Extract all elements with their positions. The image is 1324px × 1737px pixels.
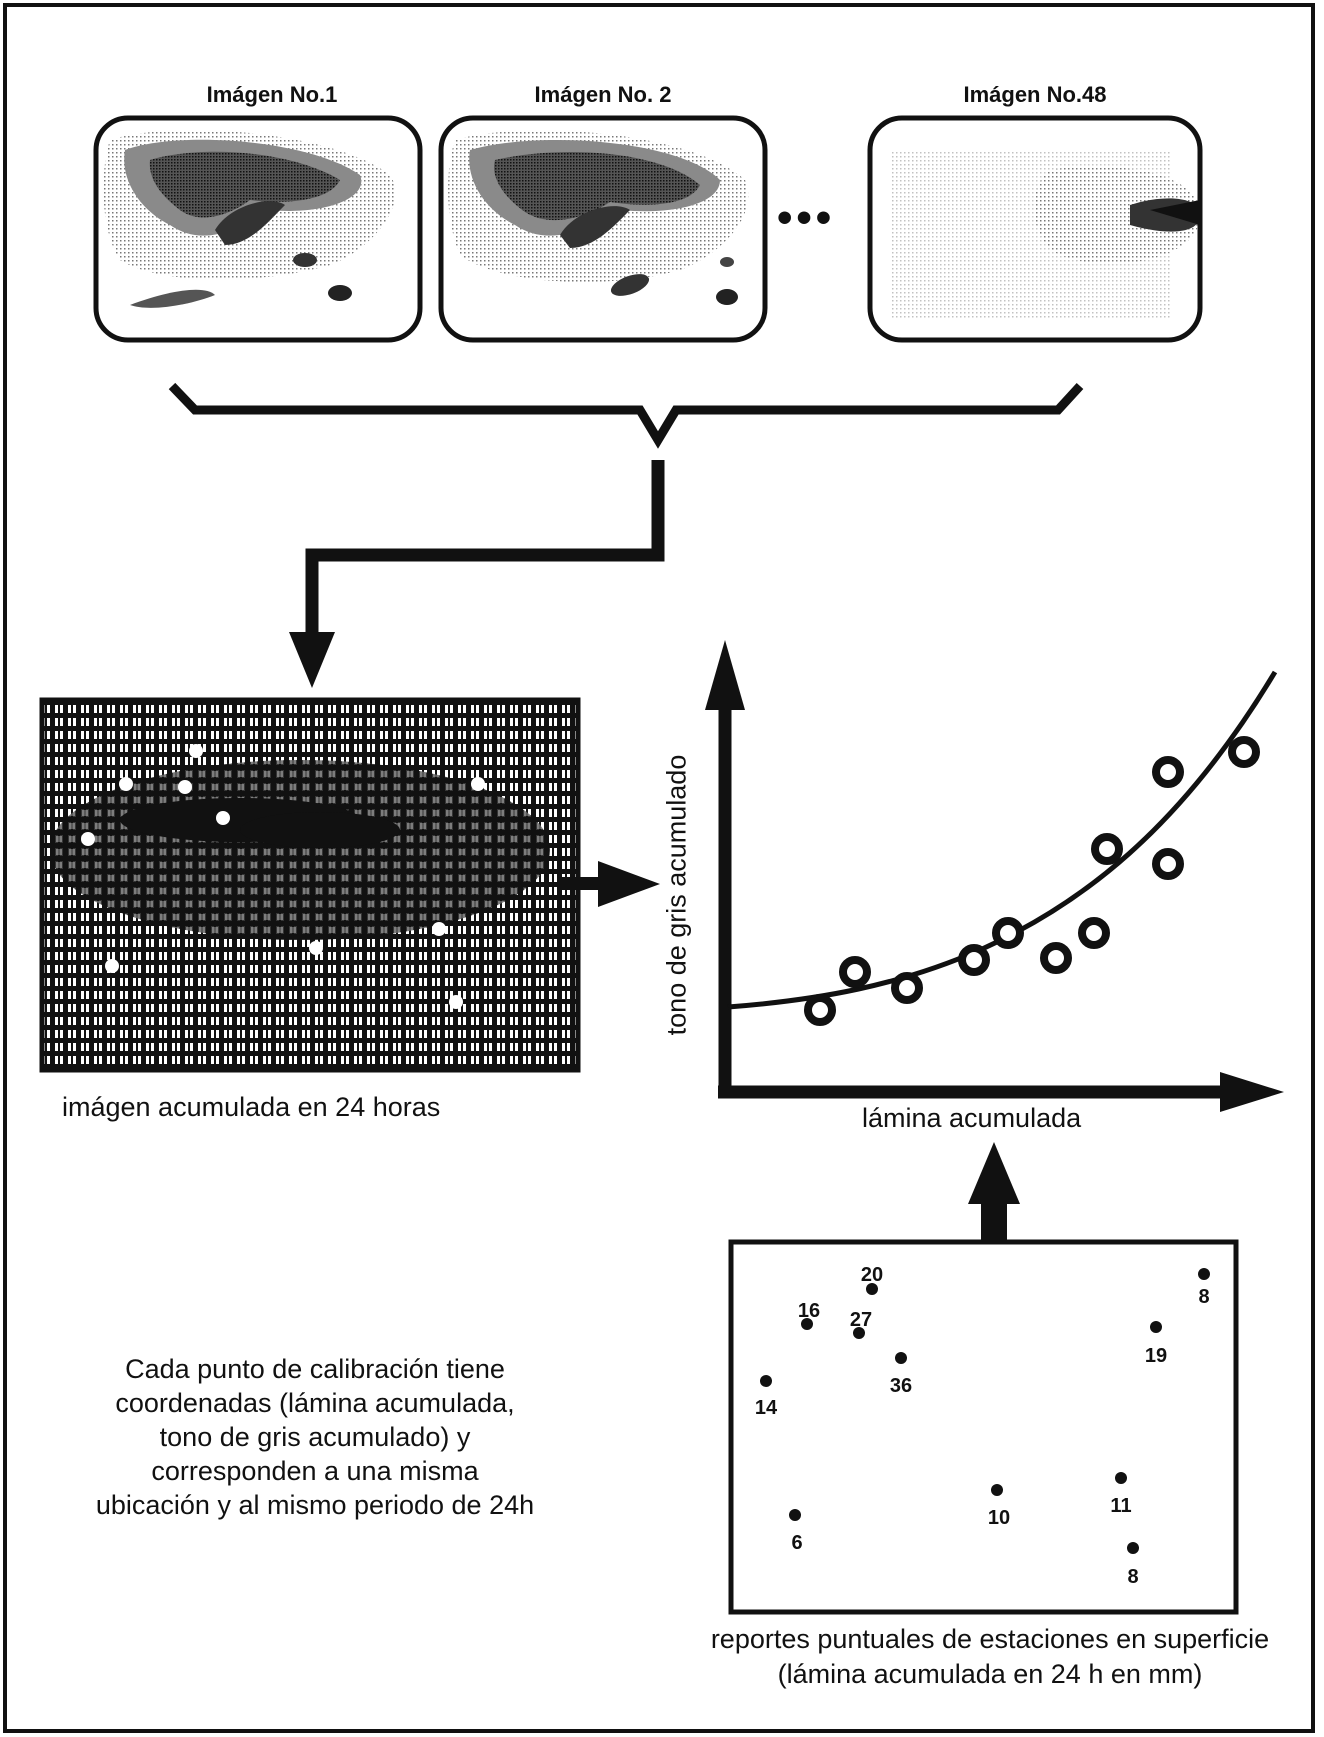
station-value-label: 16 <box>798 1300 820 1322</box>
figure-frame <box>3 3 1315 1733</box>
image-48-title: Imágen No.48 <box>963 82 1107 107</box>
station-point <box>1198 1268 1210 1280</box>
satellite-image-48 <box>870 118 1200 340</box>
calibration-point <box>1152 848 1184 880</box>
calibration-point <box>804 994 836 1026</box>
station-point <box>1150 1321 1162 1333</box>
station-value-label: 11 <box>1110 1495 1131 1517</box>
station-value-label: 14 <box>755 1397 778 1419</box>
grid-station-point <box>189 744 203 758</box>
grid-station-point <box>105 959 119 973</box>
grid-station-point <box>309 941 323 955</box>
grid-station-point <box>432 922 446 936</box>
accumulated-image <box>39 697 581 1073</box>
calibration-point <box>1078 917 1110 949</box>
station-point <box>866 1283 878 1295</box>
accumulated-image-caption: imágen acumulada en 24 horas <box>62 1092 441 1122</box>
grid-station-point <box>471 777 485 791</box>
satellite-image-1-border <box>93 115 423 343</box>
station-point <box>789 1509 801 1521</box>
station-point <box>895 1352 907 1364</box>
station-point <box>1115 1472 1127 1484</box>
calibration-point <box>1152 756 1184 788</box>
calibration-note: Cada punto de calibración tiene coordena… <box>95 1354 535 1520</box>
station-value-label: 36 <box>890 1375 912 1397</box>
station-value-label: 19 <box>1145 1345 1167 1367</box>
grid-station-point <box>178 780 192 794</box>
image-1-title: Imágen No.1 <box>206 82 338 107</box>
stations-caption: reportes puntuales de estaciones en supe… <box>710 1624 1270 1689</box>
ellipsis-dots: ••• <box>777 193 836 242</box>
chart-y-axis-label: tono de gris acumulado <box>661 754 692 1036</box>
grid-station-point <box>119 777 133 791</box>
station-points: 20 8 16 27 19 36 14 11 10 6 8 <box>755 1264 1210 1588</box>
calibration-point <box>1040 942 1072 974</box>
station-value-label: 10 <box>988 1507 1010 1529</box>
satellite-image-2 <box>441 118 765 340</box>
station-value-label: 8 <box>1127 1566 1138 1588</box>
station-point <box>853 1327 865 1339</box>
grid-station-point <box>449 995 463 1009</box>
arrow-from-stations-head <box>968 1142 1020 1204</box>
station-point <box>991 1484 1003 1496</box>
satellite-image-1 <box>96 118 420 340</box>
satellite-image-48-border <box>867 115 1203 343</box>
station-value-label: 27 <box>850 1309 872 1331</box>
arrow-to-chart-head <box>598 861 660 907</box>
calibration-point <box>1091 833 1123 865</box>
station-value-label: 20 <box>861 1264 883 1286</box>
calibration-curve <box>727 670 1278 1010</box>
station-point <box>760 1375 772 1387</box>
satellite-image-2-border <box>438 115 768 343</box>
grid-station-point <box>216 811 230 825</box>
station-value-label: 8 <box>1198 1286 1209 1308</box>
grid-station-point <box>81 832 95 846</box>
accumulated-image-station-points <box>81 744 485 1009</box>
arrow-to-chart-shaft <box>560 877 605 890</box>
station-point <box>1127 1542 1139 1554</box>
stations-map-frame <box>728 1239 1239 1615</box>
calibration-point <box>958 944 990 976</box>
calibration-point <box>891 972 923 1004</box>
connector-arrow-line <box>305 460 665 640</box>
connector-arrow-head <box>289 632 335 688</box>
arrow-from-stations-shaft <box>981 1198 1007 1240</box>
calibration-point <box>1228 736 1260 768</box>
chart-x-axis-label: lámina acumulada <box>862 1103 1082 1133</box>
image-2-title: Imágen No. 2 <box>534 82 672 107</box>
station-point <box>801 1318 813 1330</box>
chart-points <box>804 736 1260 1026</box>
grouping-bracket <box>168 382 1084 449</box>
calibration-point <box>992 917 1024 949</box>
calibration-point <box>839 956 871 988</box>
station-value-label: 6 <box>791 1532 802 1554</box>
calibration-chart <box>705 640 1284 1112</box>
